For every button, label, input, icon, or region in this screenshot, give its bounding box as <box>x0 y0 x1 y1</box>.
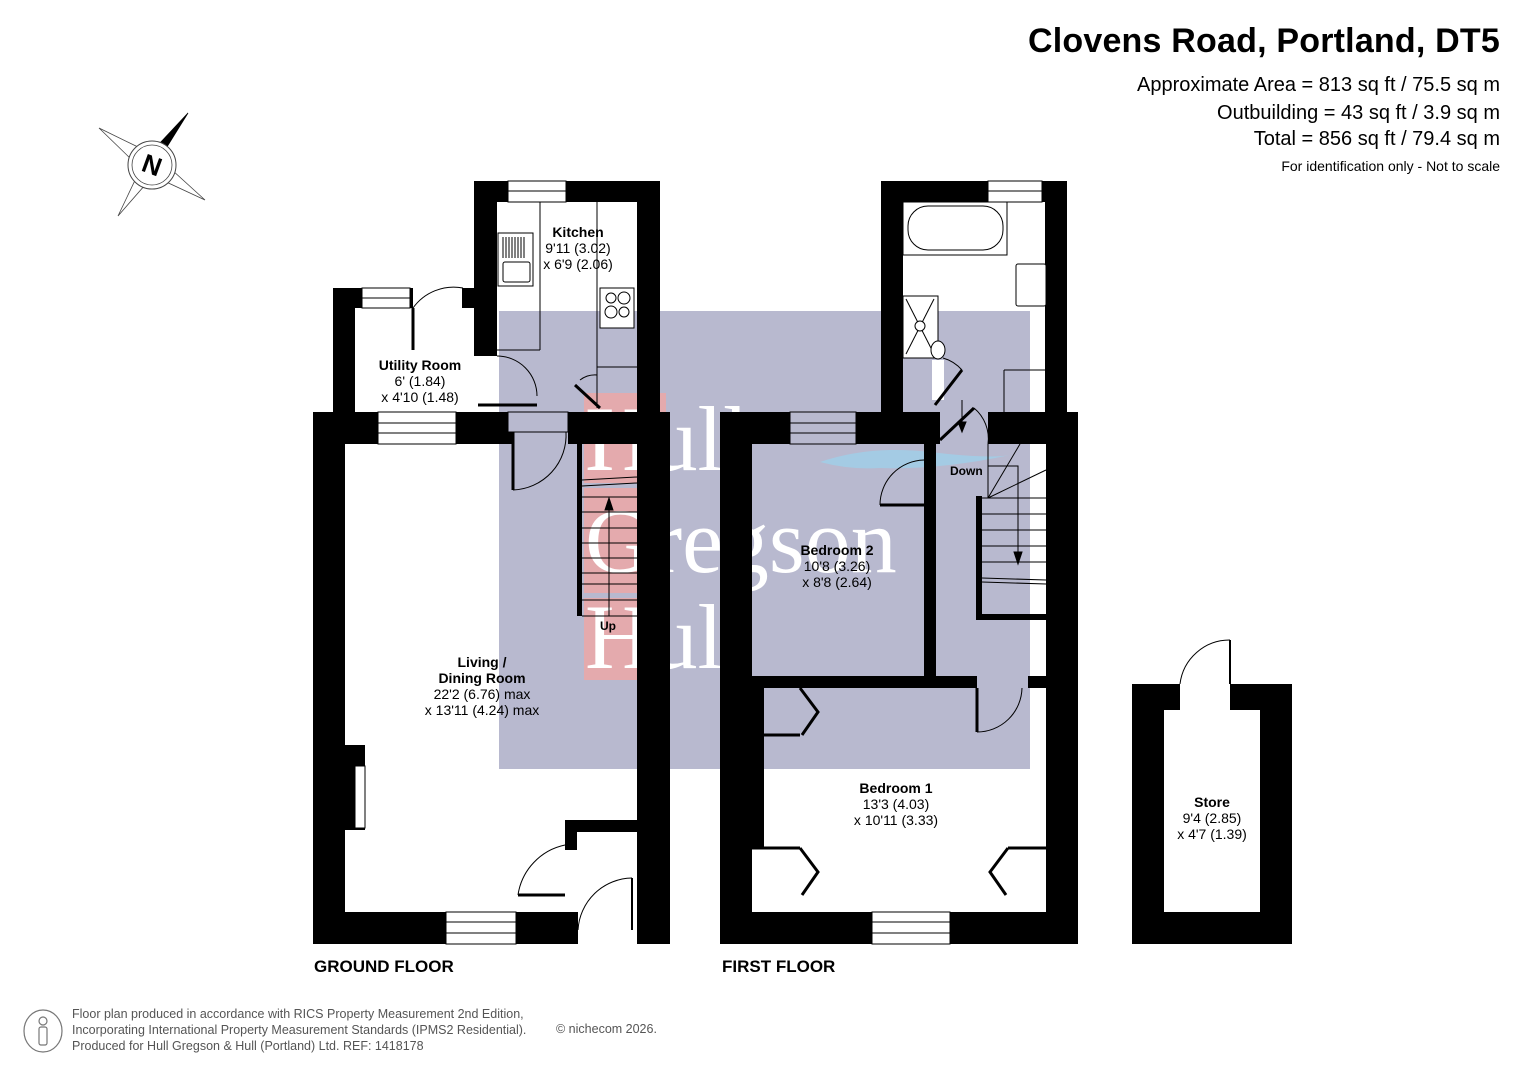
footer-text: Floor plan produced in accordance with R… <box>72 1007 527 1053</box>
store-walls <box>1132 684 1292 944</box>
person-icon <box>23 1009 63 1053</box>
property-title: Clovens Road, Portland, DT5 <box>1027 22 1500 60</box>
first-floor-doors <box>752 357 1046 896</box>
room-label-living-dining: Living / Dining Room 22'2 (6.76) max x 1… <box>424 654 540 718</box>
total-area: Total = 856 sq ft / 79.4 sq m <box>1253 128 1500 150</box>
ground-floor-doors <box>507 411 633 931</box>
ground-floor-windows <box>354 180 567 945</box>
room-label-bedroom-2: Bedroom 2 10'8 (3.26) x 8'8 (2.64) <box>800 542 874 590</box>
first-floor-windows <box>789 180 1043 945</box>
bathroom-fixtures <box>902 201 1047 412</box>
compass-north-icon: N <box>98 112 206 217</box>
kitchen-fixtures <box>411 202 637 410</box>
room-label-utility: Utility Room 6' (1.84) x 4'10 (1.48) <box>378 357 462 405</box>
first-floor-label: FIRST FLOOR <box>722 957 836 976</box>
outbuilding-area: Outbuilding = 43 sq ft / 3.9 sq m <box>1217 102 1500 124</box>
copyright: © nichecom 2026. <box>556 1022 657 1036</box>
store-door <box>1179 639 1231 685</box>
scale-note: For identification only - Not to scale <box>1281 158 1500 174</box>
room-label-store: Store 9'4 (2.85) x 4'7 (1.39) <box>1177 794 1247 842</box>
first-floor-stairs <box>981 443 1047 585</box>
stairs-up-label: Up <box>600 619 616 633</box>
stairs-down-label: Down <box>950 464 983 478</box>
ground-floor-stairs <box>581 476 638 617</box>
approximate-area: Approximate Area = 813 sq ft / 75.5 sq m <box>1137 74 1500 96</box>
first-floor-walls <box>720 181 1078 944</box>
room-label-bedroom-1: Bedroom 1 13'3 (4.03) x 10'11 (3.33) <box>853 780 939 828</box>
room-label-kitchen: Kitchen 9'11 (3.02) x 6'9 (2.06) <box>543 224 613 272</box>
ground-floor-label: GROUND FLOOR <box>314 957 454 976</box>
